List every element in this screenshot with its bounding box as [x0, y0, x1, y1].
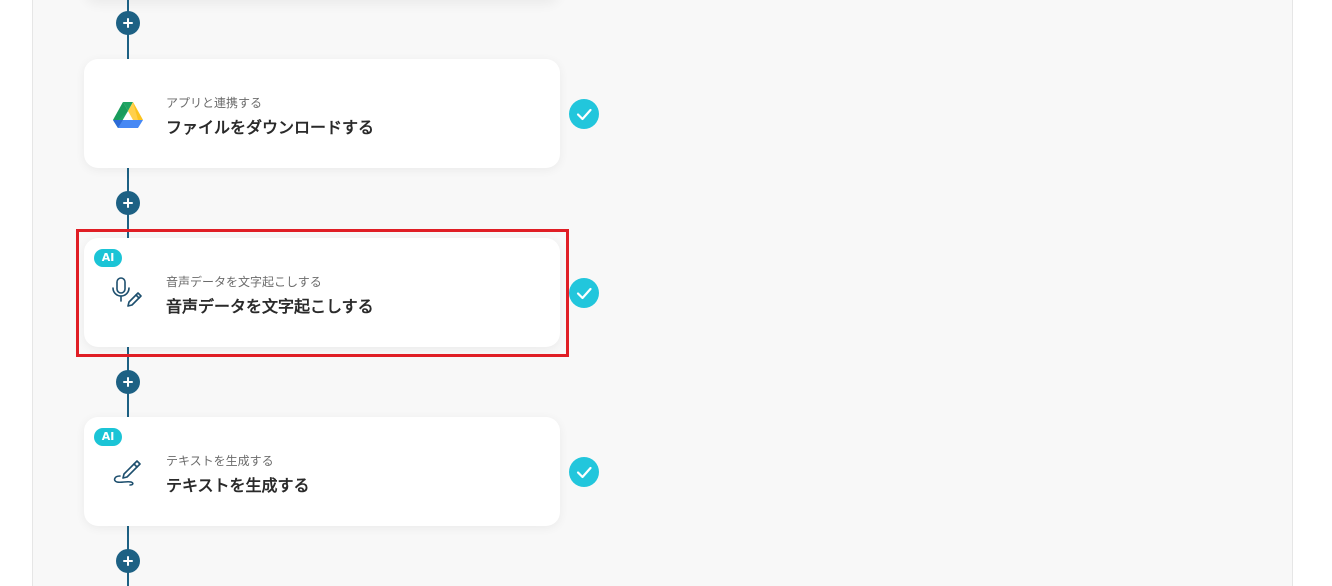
add-step-button[interactable] [116, 11, 140, 35]
pen-scribble-icon [110, 454, 146, 490]
microphone-pen-icon [110, 275, 146, 311]
step-subtitle: アプリと連携する [166, 96, 263, 110]
completed-check-icon [569, 99, 599, 129]
completed-check-icon [569, 457, 599, 487]
step-card-download-file[interactable]: アプリと連携する ファイルをダウンロードする [84, 59, 560, 168]
google-drive-icon [110, 96, 146, 132]
step-title: ファイルをダウンロードする [166, 118, 375, 137]
completed-check-icon [569, 278, 599, 308]
step-subtitle: テキストを生成する [166, 454, 274, 468]
step-card-transcribe-audio[interactable]: AI 音声データを文字起こしする 音声データを文字起こしする [84, 238, 560, 347]
add-step-button[interactable] [116, 191, 140, 215]
ai-badge: AI [94, 428, 122, 446]
ai-badge: AI [94, 249, 122, 267]
highlight-box [76, 229, 569, 357]
step-subtitle: 音声データを文字起こしする [166, 275, 322, 289]
step-title: テキストを生成する [166, 476, 310, 495]
add-step-button[interactable] [116, 549, 140, 573]
step-card-generate-text[interactable]: AI テキストを生成する テキストを生成する [84, 417, 560, 526]
add-step-button[interactable] [116, 370, 140, 394]
step-title: 音声データを文字起こしする [166, 297, 374, 316]
